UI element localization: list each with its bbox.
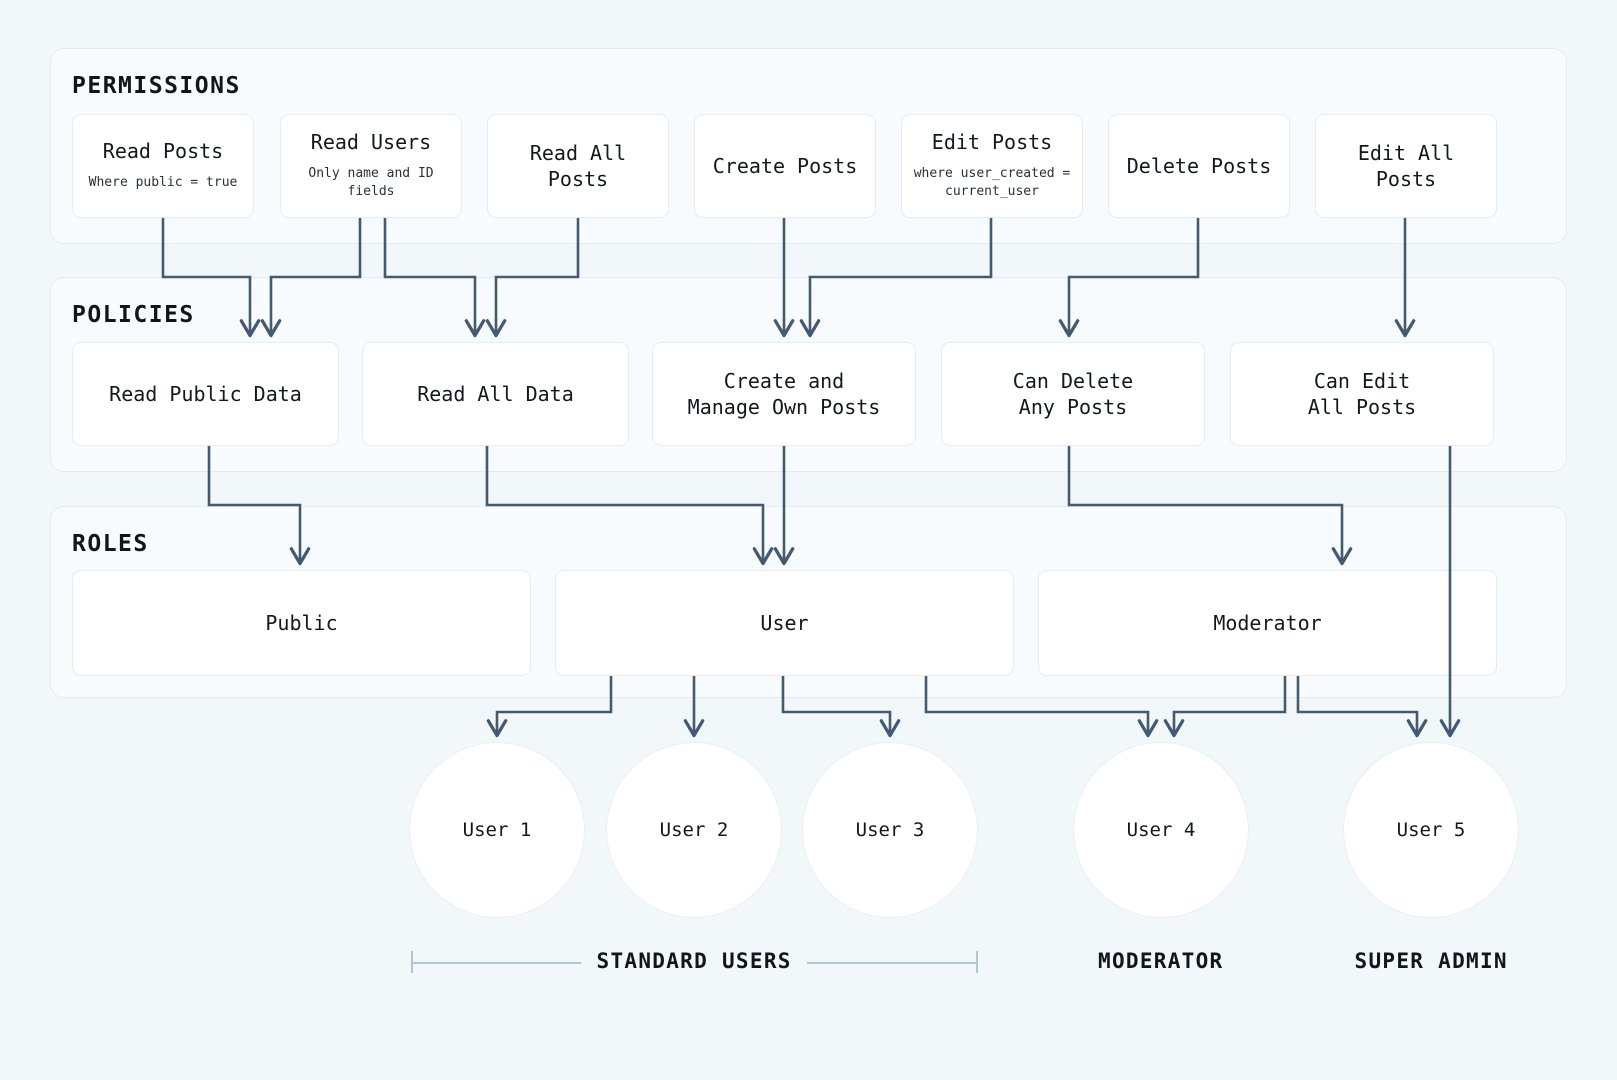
user-label: User 1 <box>462 818 532 841</box>
permission-node-subtitle: where user_created = current_user <box>913 166 1071 199</box>
role-node-title: User <box>760 611 809 635</box>
policy-node-create-manage-own[interactable]: Create and Manage Own Posts <box>652 342 916 446</box>
role-node-user[interactable]: User <box>555 570 1014 676</box>
permission-node-subtitle: Only name and ID fields <box>308 166 434 199</box>
group-bracket-line-right <box>807 962 978 964</box>
user-circle-user-3[interactable]: User 3 <box>802 742 978 918</box>
group-label-standard-users: STANDARD USERS <box>596 949 792 973</box>
permission-node-edit-posts[interactable]: Edit Posts where user_created = current_u… <box>901 114 1083 218</box>
policy-node-title: Create and Manage Own Posts <box>687 369 881 419</box>
role-node-title: Public <box>265 611 338 635</box>
section-title-policies: POLICIES <box>72 302 195 328</box>
permission-node-title: Read Users <box>310 130 432 155</box>
section-title-permissions: PERMISSIONS <box>72 73 241 99</box>
permission-node-read-all-posts[interactable]: Read All Posts <box>487 114 669 218</box>
role-node-title: Moderator <box>1213 611 1322 635</box>
policy-node-title: Can Delete Any Posts <box>1012 369 1134 419</box>
permission-node-title: Edit Posts <box>931 130 1053 155</box>
permission-node-subtitle: Where public = true <box>88 175 238 191</box>
user-label: User 4 <box>1126 818 1196 841</box>
policy-node-title: Read Public Data <box>109 382 302 406</box>
policy-node-title: Read All Data <box>417 382 574 406</box>
section-title-roles: ROLES <box>72 531 149 557</box>
policy-node-read-public-data[interactable]: Read Public Data <box>72 342 339 446</box>
permission-node-title: Create Posts <box>712 154 858 178</box>
permission-node-delete-posts[interactable]: Delete Posts <box>1108 114 1290 218</box>
policy-node-title: Can Edit All Posts <box>1307 369 1417 419</box>
role-node-moderator[interactable]: Moderator <box>1038 570 1497 676</box>
user-circle-user-2[interactable]: User 2 <box>606 742 782 918</box>
group-bracket-cap-right <box>976 951 978 973</box>
user-circle-user-5[interactable]: User 5 <box>1343 742 1519 918</box>
user-circle-user-4[interactable]: User 4 <box>1073 742 1249 918</box>
permission-node-title: Edit All Posts <box>1357 141 1455 191</box>
permission-node-title: Read All Posts <box>529 141 627 191</box>
group-label-moderator: MODERATOR <box>1098 949 1224 973</box>
user-circle-user-1[interactable]: User 1 <box>409 742 585 918</box>
policy-node-read-all-data[interactable]: Read All Data <box>362 342 629 446</box>
permission-node-edit-all-posts[interactable]: Edit All Posts <box>1315 114 1497 218</box>
policy-node-can-delete-any[interactable]: Can Delete Any Posts <box>941 342 1205 446</box>
group-bracket-cap-left <box>411 951 413 973</box>
user-label: User 5 <box>1396 818 1466 841</box>
user-label: User 2 <box>659 818 729 841</box>
permission-node-title: Delete Posts <box>1126 154 1272 178</box>
user-label: User 3 <box>855 818 925 841</box>
group-label-super-admin: SUPER ADMIN <box>1354 949 1508 973</box>
permission-node-title: Read Posts <box>102 139 224 164</box>
group-bracket-line-left <box>411 962 581 964</box>
role-node-public[interactable]: Public <box>72 570 531 676</box>
policy-node-can-edit-all[interactable]: Can Edit All Posts <box>1230 342 1494 446</box>
permission-node-create-posts[interactable]: Create Posts <box>694 114 876 218</box>
